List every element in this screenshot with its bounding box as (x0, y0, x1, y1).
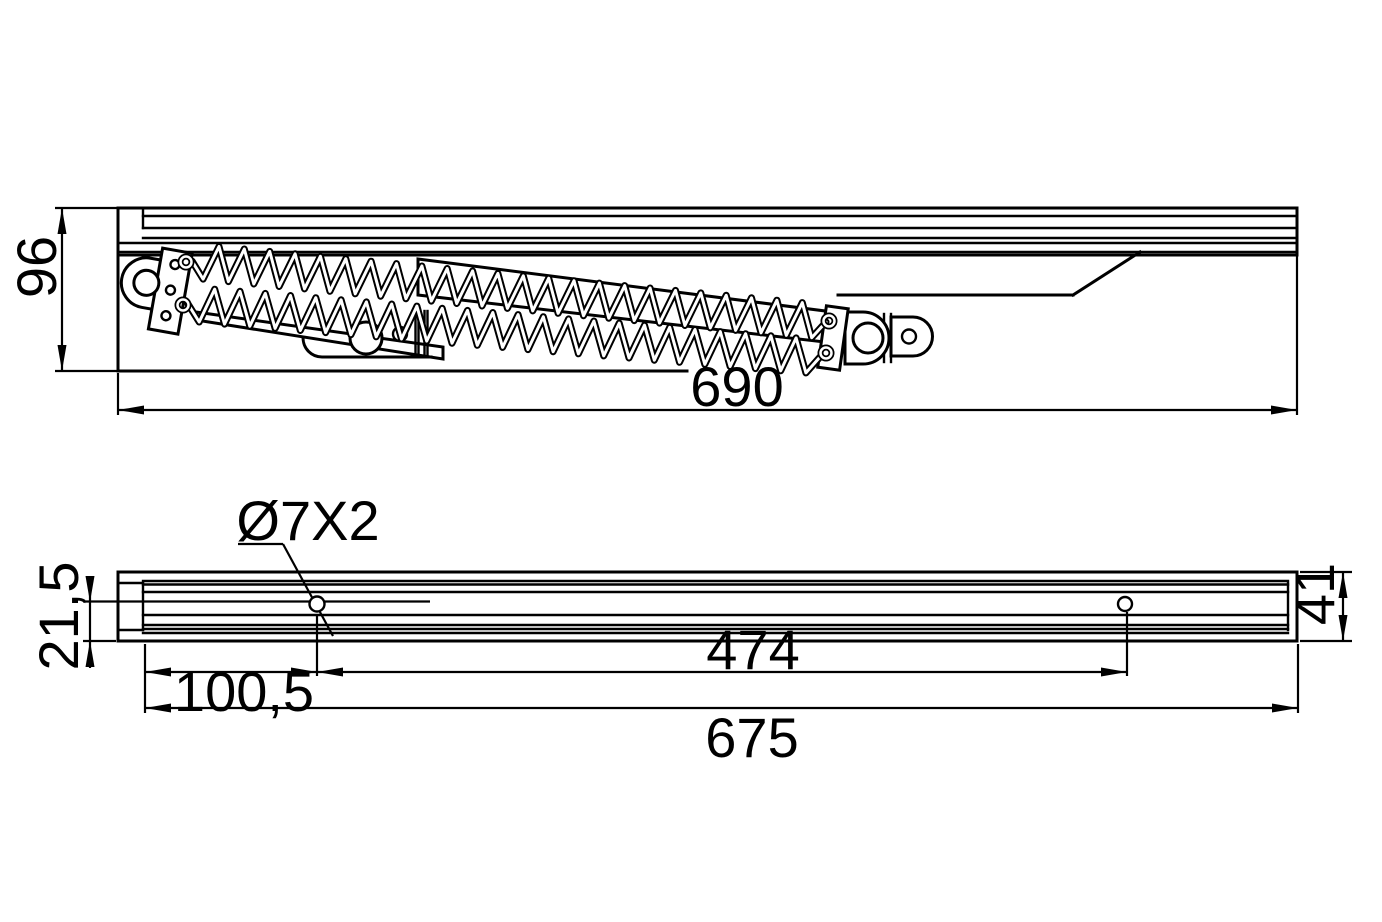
hole-callout: Ø7X2 (83, 489, 430, 637)
pivot-hole (132, 268, 161, 297)
mounting-hole-1 (308, 595, 326, 613)
dim-41-label: 41 (1283, 563, 1346, 625)
plan-view: Ø7X2 21,5 100,5 474 (27, 489, 1352, 769)
glide-plate (836, 249, 1143, 298)
dim-474-label: 474 (706, 618, 799, 681)
dimension-rail-width-41: 41 (1283, 563, 1352, 643)
dimension-length-690: 690 (116, 255, 1299, 418)
dimension-rail-length-675: 675 (145, 644, 1300, 769)
side-view: 96 690 (5, 206, 1299, 418)
dim-675-label: 675 (705, 706, 798, 769)
spring-upper (188, 243, 830, 342)
dim-100-5-label: 100,5 (174, 660, 314, 723)
mounting-hole-2 (1116, 595, 1134, 613)
dimension-hole-offset-21-5: 21,5 (27, 562, 116, 671)
spring-hooks (174, 253, 838, 362)
dim-21-5-label: 21,5 (27, 562, 90, 671)
dimension-height-96: 96 (5, 206, 118, 373)
plan-rail-profile (116, 570, 1299, 643)
rail-profile (116, 206, 1299, 373)
dim-690-label: 690 (690, 355, 783, 418)
end-link-hole (900, 328, 918, 345)
hole-callout-label: Ø7X2 (236, 489, 379, 552)
slider-pivot-hole (851, 321, 885, 355)
spring-lower (184, 285, 824, 377)
dim-96-label: 96 (5, 236, 68, 298)
dimension-chain: 100,5 474 (143, 612, 1129, 723)
slider-bracket (816, 304, 934, 372)
